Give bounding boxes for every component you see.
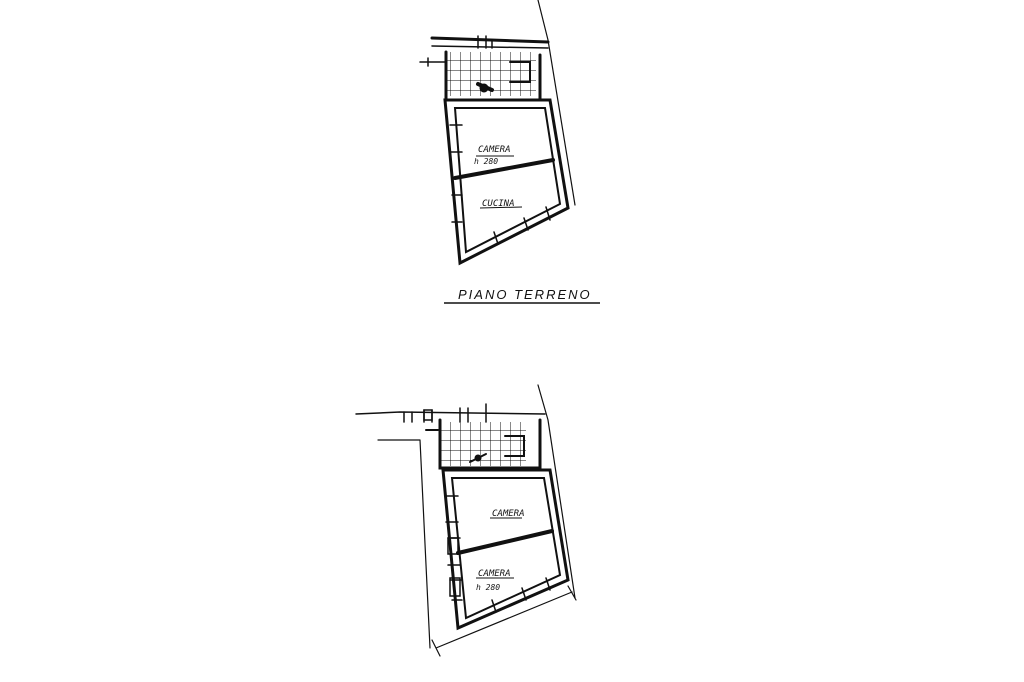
lower-room-bottom-height: h 280 [476,583,500,592]
upper-room-top-height: h 280 [474,157,498,166]
upper-plan-boundary-line [537,0,576,206]
plan-caption: PIANO TERRENO [458,287,592,302]
lower-stair-block [438,418,542,470]
lower-floor-plan [355,384,577,657]
lower-plan-dimension-line [431,585,577,657]
lower-room-top-label: CAMERA [492,509,525,519]
lower-plan-boundary-line [537,384,576,599]
upper-room-bottom-label: CUCINA [482,199,515,209]
upper-stair-block [444,50,542,102]
upper-plan-dividing-wall [453,158,555,180]
lower-plan-north-wall [355,411,546,415]
upper-floor-plan [419,0,576,266]
lower-plan-outer-walls [441,468,570,631]
upper-room-top-label: CAMERA [478,145,511,155]
lower-room-bottom-label: CAMERA [478,569,511,579]
upper-plan-outer-walls [443,98,570,266]
upper-plan-north-wall [430,36,550,44]
lower-plan-dividing-wall [456,529,554,555]
